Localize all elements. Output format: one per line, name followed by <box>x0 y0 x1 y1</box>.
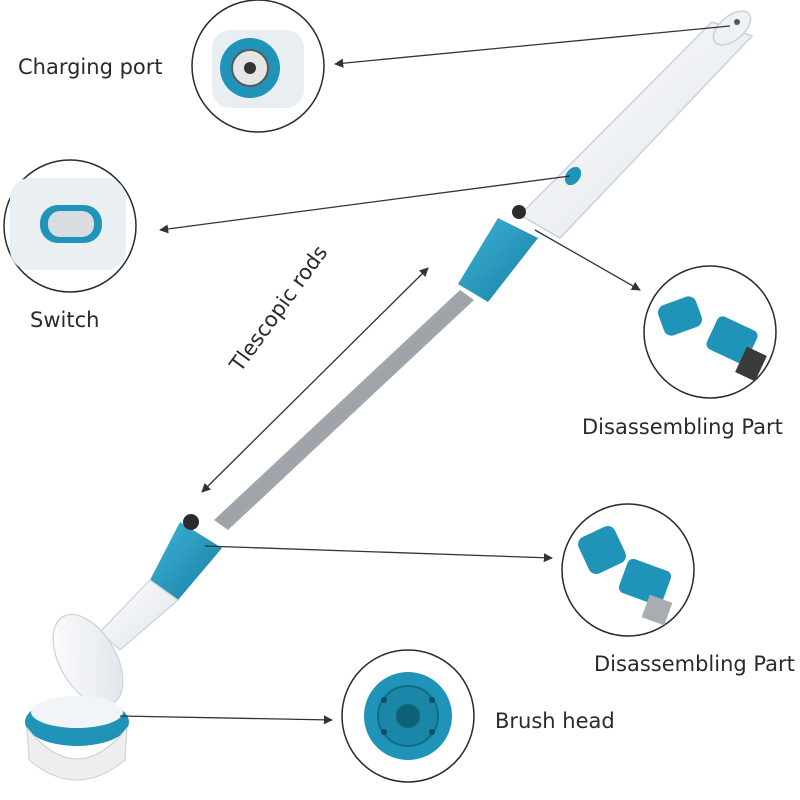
handle-upper <box>518 21 754 239</box>
lower-white-shaft <box>99 579 179 651</box>
detail-circle-disassembling-lower <box>561 503 695 637</box>
pointer-disassembling-upper <box>534 229 641 291</box>
label-disassembling-part-lower: Disassembling Part <box>594 652 795 676</box>
brush-head-top <box>31 696 123 728</box>
lower-lock-button <box>183 514 199 530</box>
detail-circle-brush-head <box>341 649 475 783</box>
label-switch: Switch <box>30 308 100 332</box>
upper-lock-button <box>512 205 526 219</box>
lower-blue-collar <box>150 522 222 600</box>
telescopic-dimension-arrow <box>201 267 429 493</box>
detail-circle-switch <box>3 159 137 293</box>
handle-top-cap <box>712 10 752 46</box>
brush-bristles <box>26 726 128 781</box>
switch-button <box>564 166 582 186</box>
upper-blue-collar <box>458 218 538 302</box>
charging-port-dot <box>734 19 740 25</box>
detail-circle-disassembling-upper <box>643 265 777 399</box>
pointer-charging-port <box>334 25 731 68</box>
pointer-switch <box>159 175 571 234</box>
label-disassembling-part-upper: Disassembling Part <box>582 415 783 439</box>
pointer-disassembling-lower <box>204 545 553 563</box>
label-charging-port: Charging port <box>18 55 163 79</box>
pointer-brush-head <box>119 715 333 725</box>
label-brush-head: Brush head <box>495 709 615 733</box>
detail-circle-charging-port <box>191 0 325 133</box>
pointer-lines <box>119 25 731 725</box>
